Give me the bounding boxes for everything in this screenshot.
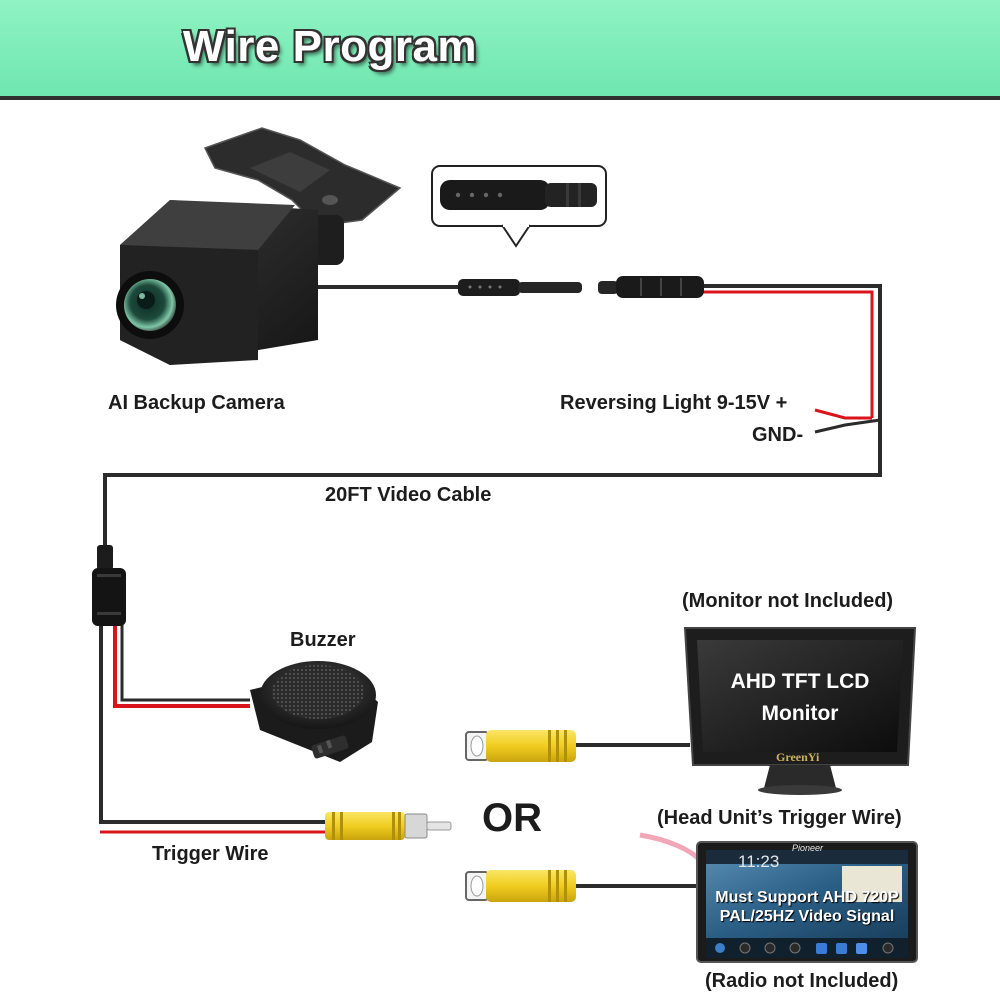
monitor-note-label: (Monitor not Included) <box>682 590 894 612</box>
backup-camera-illustration <box>116 127 402 365</box>
radio-note-label: (Radio not Included) <box>705 970 899 992</box>
head-unit-trigger-label: (Head Unit’s Trigger Wire) <box>657 807 902 829</box>
trigger-wire-label: Trigger Wire <box>152 843 269 865</box>
red-to-buzzer <box>113 625 250 708</box>
trigger-rca-plug <box>325 812 452 840</box>
camera-plug <box>458 279 582 296</box>
extension-plug <box>598 276 704 298</box>
black-to-buzzer <box>120 625 250 702</box>
connector-zoom-callout <box>431 165 607 248</box>
radio-clock: 11:23 <box>738 852 780 871</box>
radio-rca-plug <box>465 870 576 902</box>
reversing-light-label: Reversing Light 9-15V + <box>560 392 788 414</box>
page-title: Wire Program <box>182 22 478 71</box>
camera-label: AI Backup Camera <box>108 392 285 414</box>
radio-brand: Pioneer <box>792 843 824 853</box>
gnd-label: GND- <box>752 424 804 446</box>
monitor-screen-line1: AHD TFT LCD <box>730 670 870 693</box>
monitor-rca-plug <box>465 730 576 762</box>
radio-screen-line1: Must Support AHD 720P <box>715 889 899 906</box>
ground-lead <box>814 418 881 434</box>
radio-screen-line2: PAL/25HZ Video Signal <box>719 908 895 925</box>
video-cable-label: 20FT Video Cable <box>325 484 492 506</box>
monitor-illustration <box>683 627 917 795</box>
monitor-brand: GreenYi <box>776 750 820 764</box>
or-label: OR <box>482 796 542 840</box>
power-wire-red <box>700 290 874 418</box>
buzzer-label: Buzzer <box>290 629 356 651</box>
head-unit-illustration <box>696 841 918 963</box>
inline-connector <box>92 545 126 626</box>
monitor-screen-line2: Monitor <box>761 702 839 725</box>
buzzer-illustration <box>250 661 378 762</box>
black-main-down <box>99 625 325 824</box>
head-unit-trigger-wire <box>639 832 702 862</box>
title-banner: Wire Program <box>0 0 1000 100</box>
video-cable-black <box>103 284 882 548</box>
positive-lead <box>814 408 872 420</box>
